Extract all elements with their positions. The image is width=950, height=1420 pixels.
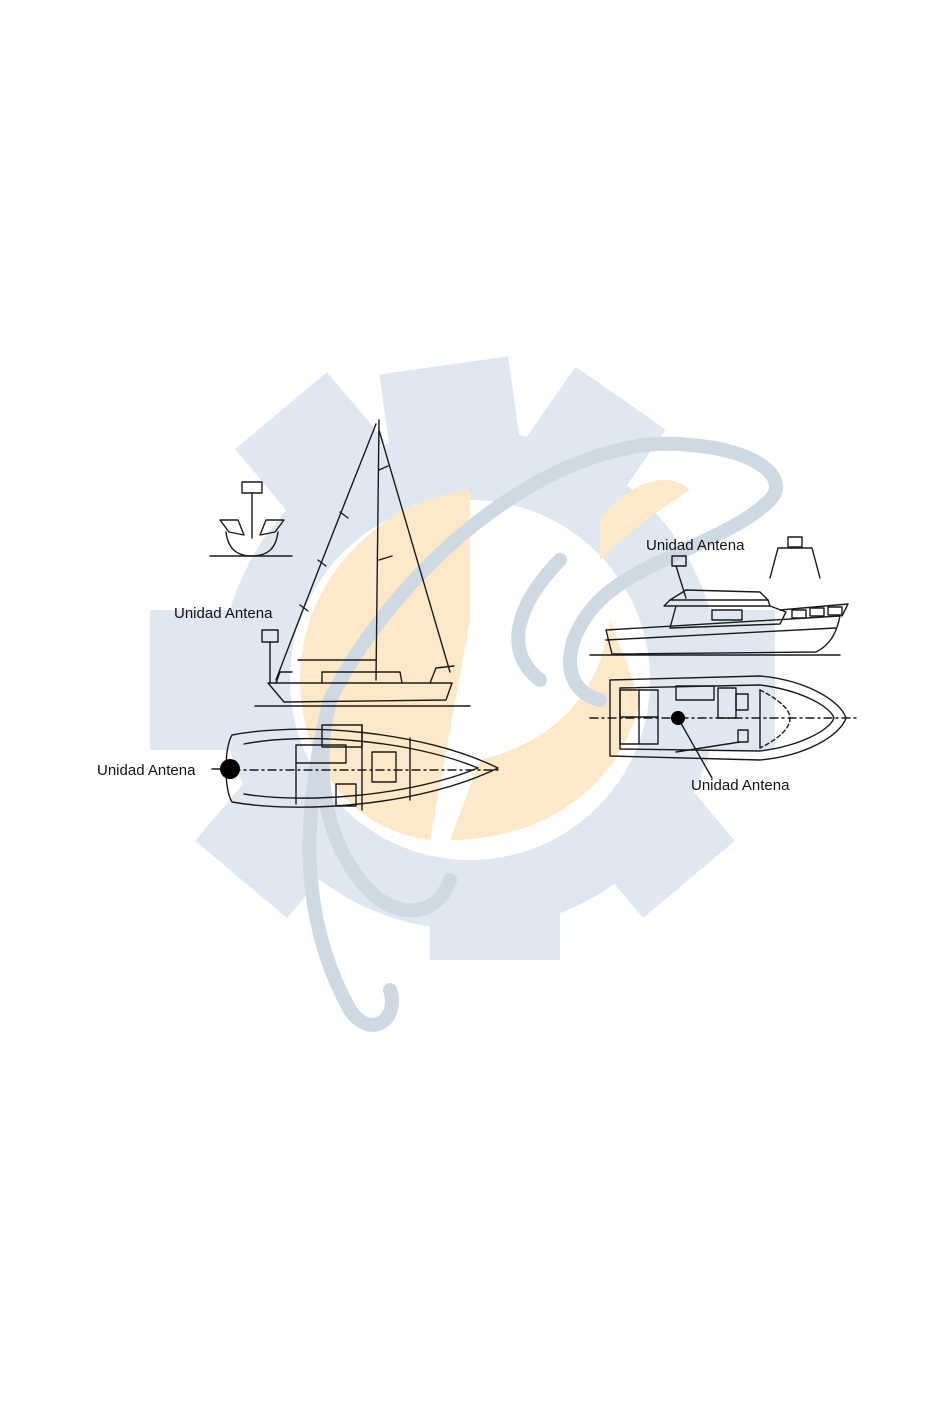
motorboat-plan-view [590, 676, 856, 760]
antenna-position-marker-motor [671, 711, 685, 725]
antenna-label-sailboat-plan: Unidad Antena [97, 763, 195, 778]
leader-line-motor-plan [678, 718, 712, 778]
antenna-position-marker-sail [220, 759, 240, 779]
sailboat-plan-view [226, 725, 500, 810]
motorboat-stern-view [770, 537, 820, 578]
antenna-label-motorboat-plan: Unidad Antena [691, 778, 789, 793]
sailboat-side-view [255, 420, 470, 706]
sailboat-stern-view [210, 482, 292, 556]
antenna-label-motorboat-side: Unidad Antena [646, 538, 744, 553]
motorboat-side-view [590, 556, 848, 655]
antenna-label-sailboat-side: Unidad Antena [174, 606, 272, 621]
